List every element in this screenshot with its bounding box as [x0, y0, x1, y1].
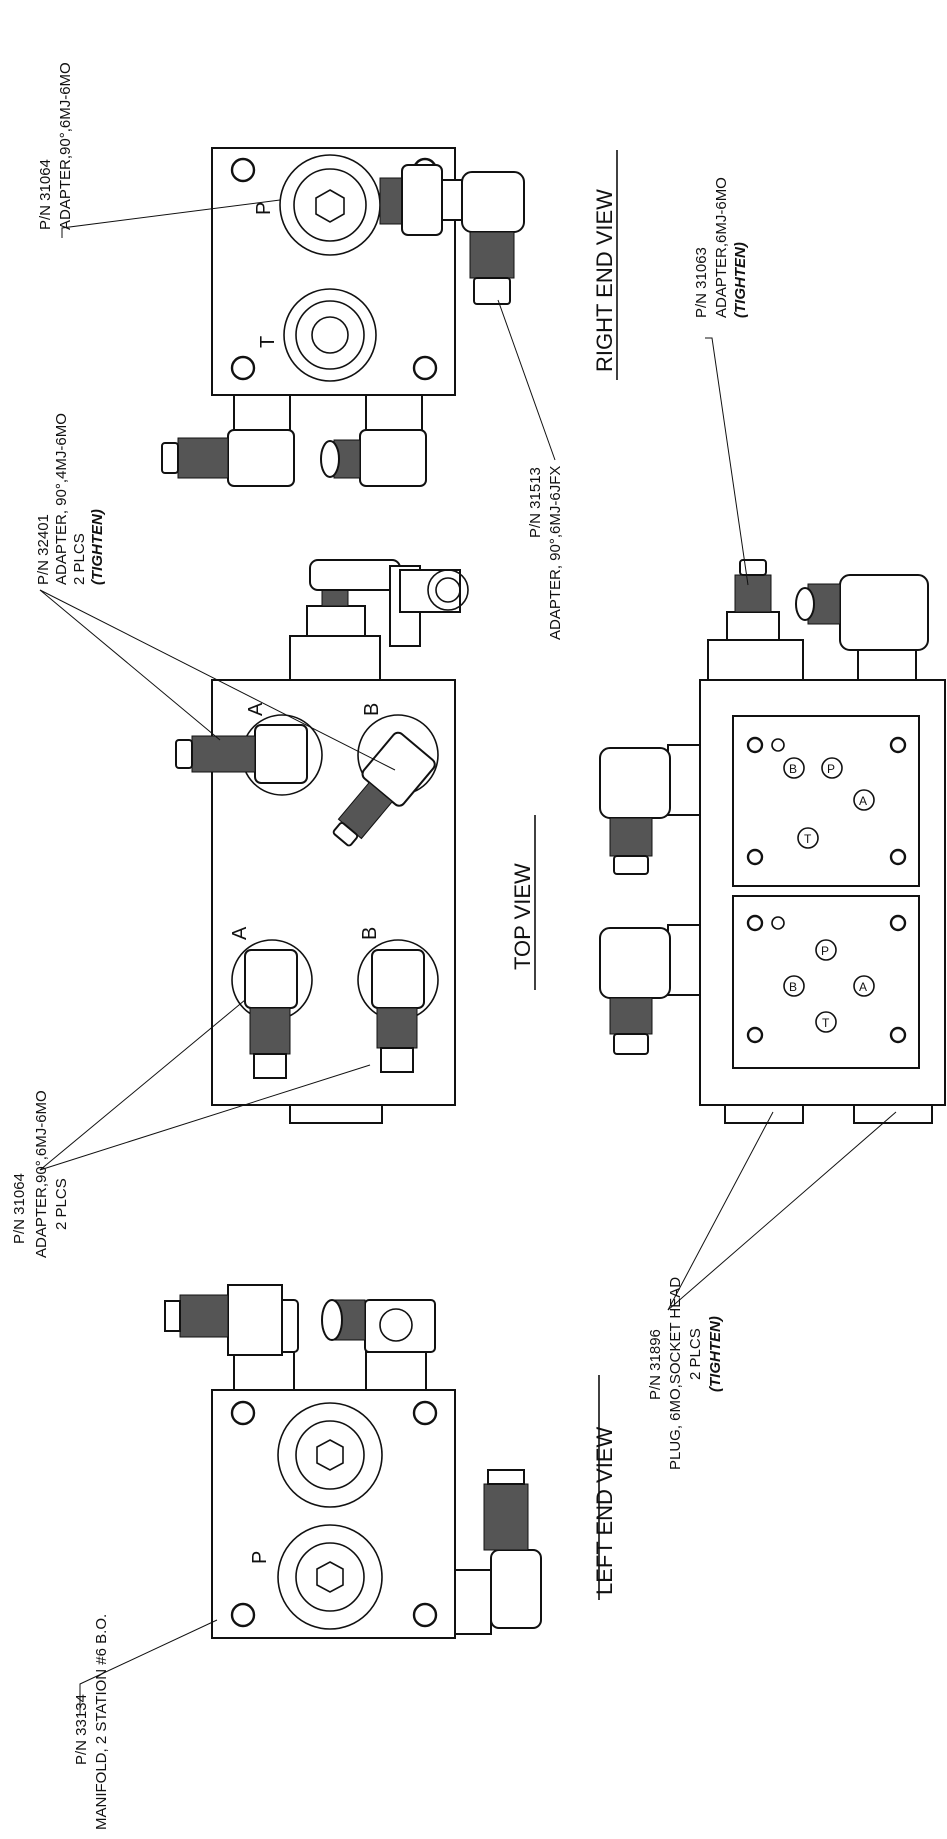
- p33134-pn: P/N 33134: [73, 1694, 90, 1765]
- side-port-t2: T: [822, 1016, 830, 1030]
- top-view-title: TOP VIEW: [510, 863, 535, 970]
- p31064-right-pn: P/N 31064: [37, 159, 54, 230]
- p31513-pn: P/N 31513: [527, 467, 544, 538]
- right-port-p-label: P: [253, 202, 275, 215]
- p31513-desc: ADAPTER, 90°,6MJ-6JFX: [547, 466, 564, 640]
- left-end-view-title: LEFT END VIEW: [592, 1426, 617, 1595]
- p31896-note: (TIGHTEN): [707, 1316, 724, 1392]
- side-port-a1: A: [859, 794, 867, 808]
- left-port-p-label: P: [249, 1551, 271, 1564]
- side-port-t1: T: [804, 832, 812, 846]
- p33134-desc: MANIFOLD, 2 STATION #6 B.O.: [93, 1614, 110, 1830]
- right-end-view: P T RIGHT END VIEW: [61, 147, 618, 487]
- top-port-b1-label: B: [361, 703, 383, 716]
- top-port-a1-label: A: [245, 702, 267, 716]
- top-port-a2-label: A: [229, 926, 251, 940]
- p31896-qty: 2 PLCS: [687, 1328, 704, 1380]
- left-fitting-lower: [321, 1299, 436, 1391]
- side-port-b1: B: [789, 762, 797, 776]
- side-port-p2: P: [821, 944, 829, 958]
- p31063-note: (TIGHTEN): [732, 242, 749, 318]
- top-view: A B A B TOP VIEW: [39, 559, 536, 1171]
- top-port-b2-label: B: [359, 927, 381, 940]
- p31063-pn: P/N 31063: [693, 247, 710, 318]
- p31063-desc: ADAPTER,6MJ-6MO: [713, 177, 730, 318]
- p32401-pn: P/N 32401: [35, 514, 52, 585]
- side-port-p1: P: [827, 762, 835, 776]
- left-fitting-upper: [164, 1284, 299, 1391]
- p31896-desc: PLUG, 6MO,SOCKET HEAD: [667, 1277, 684, 1470]
- p31064-top-pn: P/N 31064: [11, 1173, 28, 1244]
- p31896-pn: P/N 31896: [647, 1329, 664, 1400]
- right-port-t-label: T: [257, 336, 279, 348]
- p32401-desc: ADAPTER, 90°,4MJ-6MO: [53, 413, 70, 585]
- side-view: B P A T P B A T LE: [592, 337, 946, 1600]
- p31064-right-desc: ADAPTER,90°,6MJ-6MO: [57, 62, 74, 230]
- side-port-a2: A: [859, 980, 867, 994]
- right-end-view-title: RIGHT END VIEW: [592, 189, 617, 372]
- p32401-note: (TIGHTEN): [89, 509, 106, 585]
- p31064-top-desc: ADAPTER,90°,6MJ-6MO: [33, 1090, 50, 1258]
- p32401-qty: 2 PLCS: [71, 533, 88, 585]
- p31064-top-qty: 2 PLCS: [53, 1178, 70, 1230]
- left-fitting-right: [454, 1469, 542, 1635]
- left-end-view: T P: [79, 1284, 542, 1715]
- side-port-b2: B: [789, 980, 797, 994]
